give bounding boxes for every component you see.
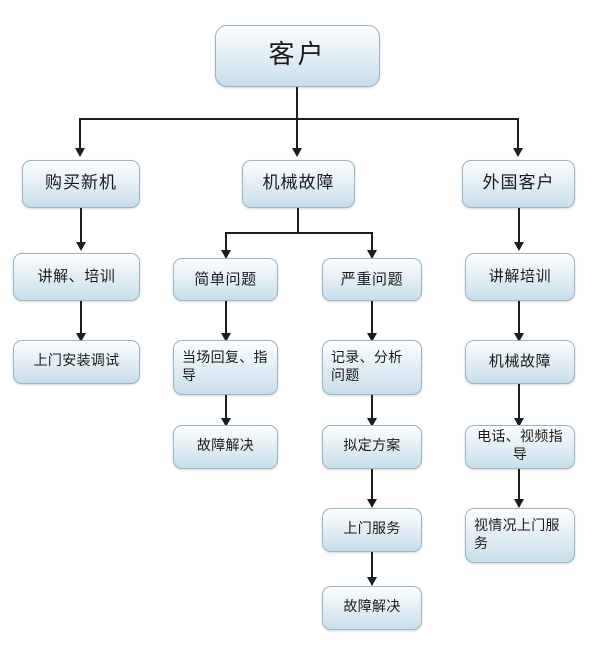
connector-record-to-plan	[371, 395, 373, 420]
connector-fault-stem	[297, 208, 299, 232]
node-label: 讲解、培训	[37, 267, 116, 286]
arrowhead-fault-to-simple	[221, 250, 231, 259]
node-label: 简单问题	[194, 269, 257, 288]
node-label: 拟定方案	[343, 438, 401, 455]
connector-severe-to-record	[371, 301, 373, 335]
node-label: 视情况上门服务	[474, 517, 560, 552]
node-foreign-explain-training[interactable]: 讲解培训	[465, 253, 575, 301]
node-onsite-install-debug[interactable]: 上门安装调试	[13, 340, 140, 384]
node-label: 上门服务	[343, 521, 401, 538]
node-record-analyze-problem[interactable]: 记录、分析问题	[322, 340, 422, 395]
node-label: 故障解决	[343, 599, 401, 616]
node-label: 严重问题	[340, 269, 404, 288]
node-simple-problem[interactable]: 简单问题	[173, 258, 278, 301]
arrowhead-guide-to-onsite	[514, 499, 524, 508]
connector-onsite-to-resolved	[371, 552, 373, 580]
node-fault-resolved-severe[interactable]: 故障解决	[322, 586, 422, 630]
connector-foreign-training-to-fault	[518, 301, 520, 335]
node-label: 外国客户	[482, 173, 555, 194]
arrowhead-foreign-to-training	[514, 242, 524, 251]
node-draft-plan[interactable]: 拟定方案	[322, 425, 422, 469]
arrowhead-foreign-fault-to-guide	[514, 418, 524, 427]
connector-root-bus	[79, 118, 519, 120]
connector-root-to-fault	[296, 118, 298, 150]
node-onsite-service[interactable]: 上门服务	[322, 508, 422, 552]
node-explain-training[interactable]: 讲解、培训	[13, 253, 140, 301]
connector-simple-to-reply	[225, 301, 227, 335]
connector-foreign-to-training	[518, 208, 520, 244]
node-label: 购买新机	[45, 173, 117, 194]
connector-foreign-fault-to-guide	[518, 384, 520, 420]
node-onsite-reply-guide[interactable]: 当场回复、指导	[173, 340, 278, 395]
connector-fault-to-severe	[371, 232, 373, 254]
node-root-customer[interactable]: 客户	[215, 25, 380, 87]
node-label: 故障解决	[196, 438, 255, 455]
connector-training-to-install	[80, 301, 82, 335]
arrowhead-record-to-plan	[367, 418, 377, 427]
connector-guide-to-onsite	[518, 469, 520, 501]
arrowhead-root-to-fault	[292, 148, 302, 157]
arrowhead-severe-to-record	[367, 333, 377, 342]
node-label: 客户	[268, 40, 327, 71]
node-severe-problem[interactable]: 严重问题	[322, 258, 422, 301]
node-conditional-onsite-service[interactable]: 视情况上门服务	[465, 508, 575, 563]
arrowhead-training-to-install	[76, 333, 86, 342]
node-label: 讲解培训	[488, 267, 552, 286]
node-label: 上门安装调试	[33, 353, 120, 370]
arrowhead-root-to-foreign	[513, 148, 523, 157]
node-phone-video-guidance[interactable]: 电话、视频指导	[465, 425, 575, 469]
node-label: 记录、分析问题	[331, 349, 403, 384]
arrowhead-plan-to-onsite	[367, 499, 377, 508]
connector-fault-bus	[225, 232, 373, 234]
arrowhead-root-to-buy	[75, 148, 85, 157]
node-foreign-customer[interactable]: 外国客户	[462, 160, 575, 208]
node-label: 电话、视频指导	[477, 429, 563, 463]
arrowhead-buy-to-training	[76, 242, 86, 251]
connector-root-to-foreign	[517, 118, 519, 150]
connector-fault-to-simple	[225, 232, 227, 254]
node-label: 机械故障	[262, 173, 335, 194]
connector-buy-to-training	[80, 208, 82, 244]
node-label: 机械故障	[488, 352, 552, 371]
arrowhead-foreign-training-to-fault	[514, 333, 524, 342]
connector-root-stem	[296, 87, 298, 118]
node-foreign-mechanical-fault[interactable]: 机械故障	[465, 340, 575, 384]
node-label: 当场回复、指导	[182, 349, 268, 384]
node-buy-new-machine[interactable]: 购买新机	[22, 160, 140, 208]
arrowhead-onsite-to-resolved	[367, 577, 377, 586]
connector-reply-to-resolved	[225, 395, 227, 420]
node-fault-resolved-simple[interactable]: 故障解决	[173, 425, 278, 469]
arrowhead-fault-to-severe	[367, 250, 377, 259]
node-mechanical-fault[interactable]: 机械故障	[242, 160, 355, 208]
connector-root-to-buy	[79, 118, 81, 150]
arrowhead-simple-to-reply	[221, 333, 231, 342]
arrowhead-reply-to-resolved	[221, 418, 231, 427]
connector-plan-to-onsite	[371, 469, 373, 501]
